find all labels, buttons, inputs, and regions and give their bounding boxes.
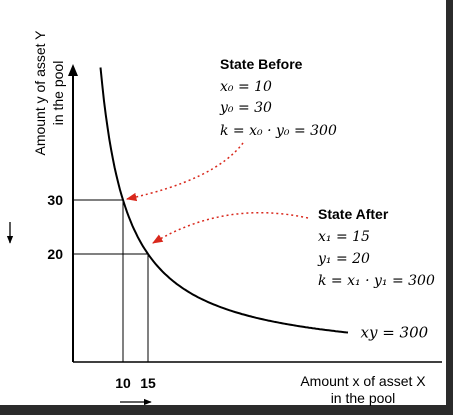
y-axis-label-line2: in the pool <box>50 61 66 126</box>
x-axis-label-line2: in the pool <box>331 390 396 406</box>
state-before-pointer-arrow <box>125 142 244 202</box>
x-tick-label-10: 10 <box>115 375 131 391</box>
state-after-pointer-arrow <box>152 211 309 244</box>
state-before-title: State Before <box>220 56 303 72</box>
bottom-frame-edge <box>0 405 453 415</box>
state-after-title: State After <box>318 206 389 222</box>
state-after-y1: y₁ = 20 <box>317 251 370 267</box>
state-after-x1: x₁ = 15 <box>318 229 370 245</box>
y-tick-label-20: 20 <box>47 246 63 262</box>
state-after-k: k = x₁ · y₁ = 300 <box>318 273 435 289</box>
y-axis-label-line1: Amount y of asset Y <box>32 30 48 156</box>
y-tick-label-30: 30 <box>47 192 63 208</box>
x-axis-label-line1: Amount x of asset X <box>300 373 426 389</box>
state-before-x0: x₀ = 10 <box>220 79 272 95</box>
right-frame-edge <box>446 0 453 415</box>
y-axis-arrowhead <box>68 64 78 76</box>
curve-label: xy = 300 <box>361 324 429 342</box>
x-tick-label-15: 15 <box>140 375 156 391</box>
state-before-k: k = x₀ · y₀ = 300 <box>220 123 337 139</box>
state-before-y0: y₀ = 30 <box>219 100 272 116</box>
guide-lines <box>73 199 149 362</box>
curve-xy-300 <box>99 67 349 334</box>
